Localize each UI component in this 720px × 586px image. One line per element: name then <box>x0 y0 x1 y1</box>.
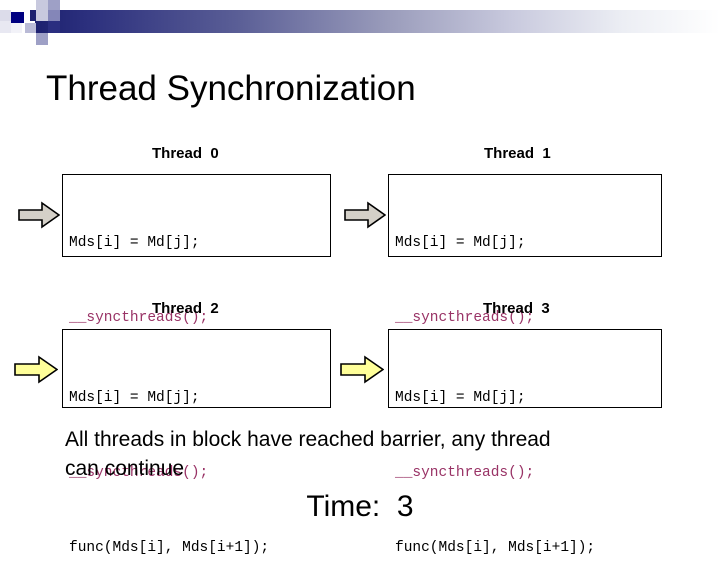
slide-header-decoration <box>0 0 720 48</box>
page-title: Thread Synchronization <box>46 69 416 108</box>
thread-label-1: Thread 1 <box>484 145 551 162</box>
time-counter: Time: 3 <box>306 490 414 523</box>
code-block-thread-2: Mds[i] = Md[j]; __syncthreads(); func(Md… <box>62 329 331 556</box>
code-line-assign: Mds[i] = Md[j]; <box>69 390 200 406</box>
barrier-status-line-1: All threads in block have reached barrie… <box>65 428 551 451</box>
header-square-2 <box>0 21 11 33</box>
code-line-syncthreads: __syncthreads(); <box>69 465 209 481</box>
header-square-9 <box>36 10 48 21</box>
code-line-syncthreads: __syncthreads(); <box>69 310 209 326</box>
execution-arrow-thread-2 <box>14 355 59 384</box>
header-square-8 <box>36 0 48 10</box>
header-square-10 <box>36 33 48 45</box>
execution-arrow-thread-0 <box>18 201 61 229</box>
header-square-13 <box>48 21 60 33</box>
code-block-thread-3: Mds[i] = Md[j]; __syncthreads(); func(Md… <box>388 329 662 556</box>
code-line-assign: Mds[i] = Md[j]; <box>395 235 526 251</box>
barrier-status-line-2: can continue <box>65 457 185 480</box>
header-square-11 <box>48 0 60 10</box>
thread-label-2: Thread 2 <box>152 300 219 317</box>
code-block-thread-0: Mds[i] = Md[j]; __syncthreads(); func(Md… <box>62 174 331 401</box>
execution-arrow-thread-3 <box>340 355 385 384</box>
code-line-assign: Mds[i] = Md[j]; <box>69 235 200 251</box>
header-square-12 <box>48 10 60 21</box>
thread-label-3: Thread 3 <box>483 300 550 317</box>
code-line-syncthreads: __syncthreads(); <box>395 310 535 326</box>
thread-label-0: Thread 0 <box>152 145 219 162</box>
header-square-6 <box>24 33 36 45</box>
header-square-14 <box>22 0 36 10</box>
header-square-1 <box>0 10 11 21</box>
barrier-status-text: All threads in block have reached barrie… <box>65 425 665 483</box>
code-line-syncthreads: __syncthreads(); <box>395 465 535 481</box>
header-square-3 <box>11 21 22 33</box>
header-gradient-bar <box>30 10 720 33</box>
code-line-assign: Mds[i] = Md[j]; <box>395 390 526 406</box>
code-block-thread-1: Mds[i] = Md[j]; __syncthreads(); func(Md… <box>388 174 662 401</box>
header-square-7 <box>25 23 36 33</box>
execution-arrow-thread-1 <box>344 201 387 229</box>
header-square-navy-solid <box>11 12 24 23</box>
